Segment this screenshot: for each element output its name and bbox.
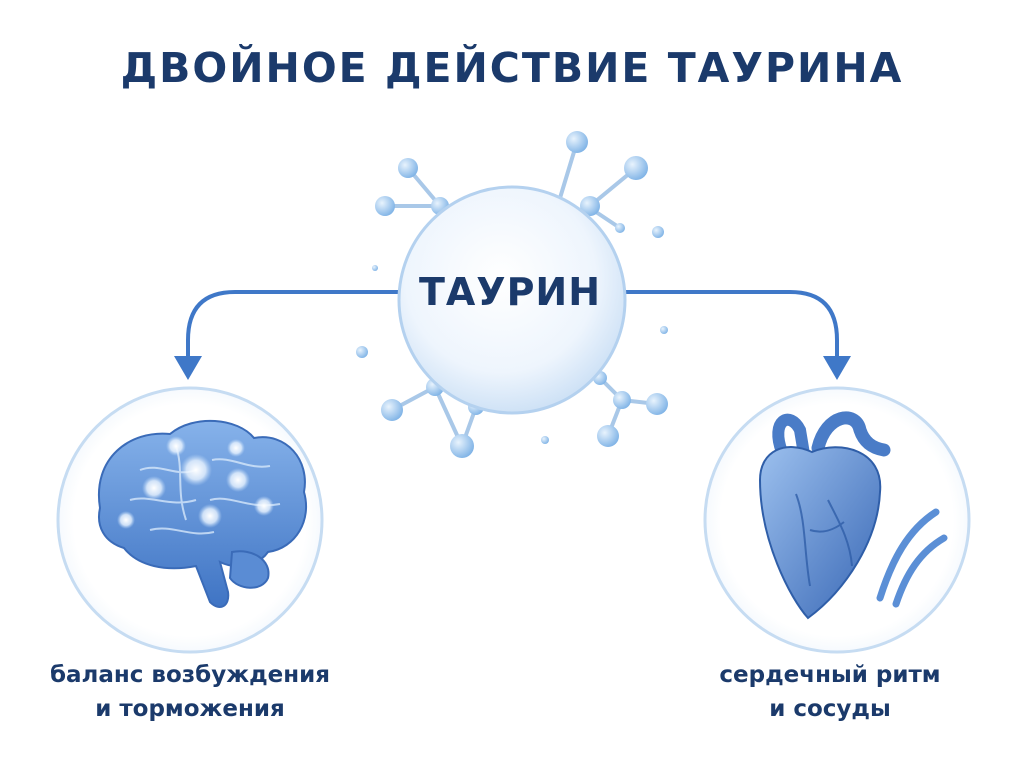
arrow-right <box>623 290 839 364</box>
heart-caption: сердечный ритм и сосуды <box>680 658 980 726</box>
brain-caption-line1: баланс возбуждения <box>49 662 331 688</box>
taurine-bubble <box>397 185 627 415</box>
brain-caption-line2: и торможения <box>95 696 285 722</box>
heart-icon <box>758 411 948 620</box>
page-title: ДВОЙНОЕ ДЕЙСТВИЕ ТАУРИНА <box>120 44 904 92</box>
brain-icon <box>97 419 308 608</box>
molecule-atoms <box>356 131 668 458</box>
arrow-left-head <box>174 356 202 380</box>
arrow-left <box>186 290 402 364</box>
taurine-label: ТАУРИН <box>418 270 602 314</box>
brain-caption: баланс возбуждения и торможения <box>20 658 360 726</box>
heart-caption-line1: сердечный ритм <box>719 662 941 688</box>
arrow-right-head <box>823 356 851 380</box>
heart-caption-line2: и сосуды <box>769 696 891 722</box>
